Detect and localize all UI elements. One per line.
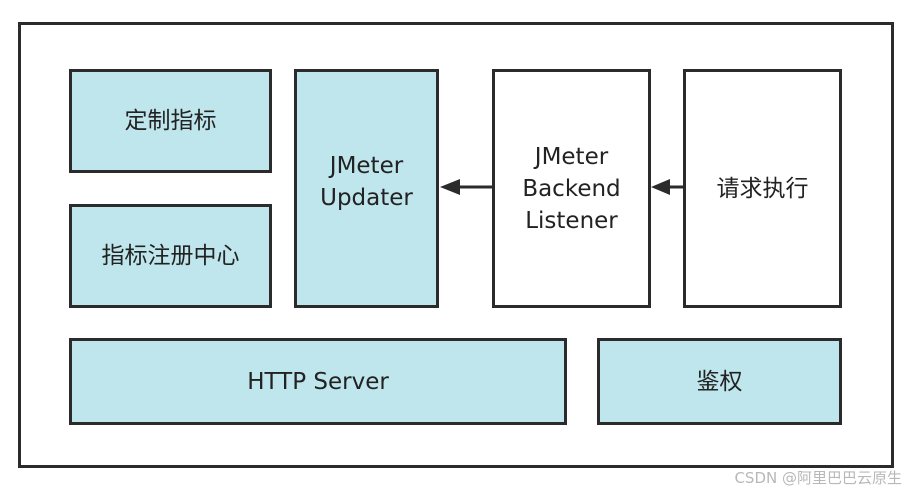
custom-metrics-label: 定制指标 — [124, 108, 217, 134]
jmeter-updater-label: JMeter Updater — [320, 150, 413, 214]
jmeter-updater-label-line1: JMeter — [329, 152, 404, 179]
auth-label: 鉴权 — [696, 368, 743, 395]
watermark: CSDN @阿里巴巴云原生 — [734, 469, 902, 487]
metric-registry-box: 指标注册中心 — [69, 204, 272, 308]
auth-box: 鉴权 — [597, 338, 842, 425]
http-server-box: HTTP Server — [69, 338, 567, 425]
backend-listener-box: JMeter Backend Listener — [492, 69, 651, 308]
custom-metrics-box: 定制指标 — [69, 69, 272, 173]
arrow-listener-to-updater — [440, 179, 492, 195]
arrow-request-to-listener — [651, 179, 683, 195]
request-execution-box: 请求执行 — [683, 69, 842, 308]
metric-registry-label: 指标注册中心 — [101, 243, 240, 269]
http-server-label: HTTP Server — [247, 368, 389, 395]
backend-listener-label: JMeter Backend Listener — [522, 141, 620, 237]
jmeter-updater-label-line2: Updater — [320, 184, 413, 211]
backend-listener-label-line1: JMeter — [534, 143, 609, 170]
request-execution-label: 请求执行 — [716, 175, 809, 202]
jmeter-updater-box: JMeter Updater — [294, 69, 439, 308]
backend-listener-label-line3: Listener — [525, 207, 618, 234]
backend-listener-label-line2: Backend — [522, 175, 621, 202]
